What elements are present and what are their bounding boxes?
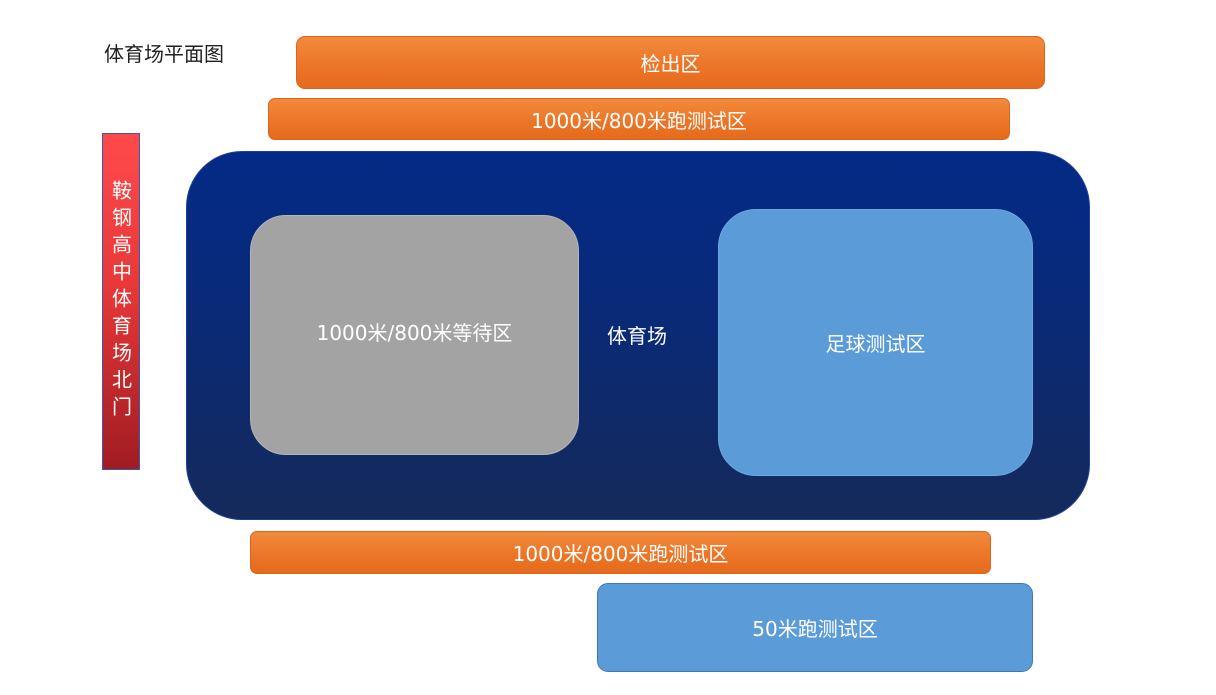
north-gate-label: 鞍钢高中体育场北门 <box>108 180 133 423</box>
waiting-area-label: 1000米/800米等待区 <box>316 320 513 345</box>
stadium-label: 体育场 <box>607 324 667 348</box>
football-test-zone: 足球测试区 <box>718 209 1033 476</box>
run-test-zone-top-label: 1000米/800米跑测试区 <box>531 108 747 133</box>
fifty-meter-test-zone: 50米跑测试区 <box>597 583 1033 672</box>
run-test-zone-bottom: 1000米/800米跑测试区 <box>250 531 991 574</box>
north-gate: 鞍钢高中体育场北门 <box>102 133 140 470</box>
football-test-zone-label: 足球测试区 <box>825 332 926 356</box>
waiting-area: 1000米/800米等待区 <box>250 215 579 455</box>
run-test-zone-top: 1000米/800米跑测试区 <box>268 98 1010 140</box>
fifty-meter-test-zone-label: 50米跑测试区 <box>752 617 878 641</box>
run-test-zone-bottom-label: 1000米/800米跑测试区 <box>512 542 729 566</box>
checkout-zone: 检出区 <box>296 36 1045 89</box>
checkout-zone-label: 检出区 <box>640 52 701 76</box>
page-title: 体育场平面图 <box>104 42 224 66</box>
